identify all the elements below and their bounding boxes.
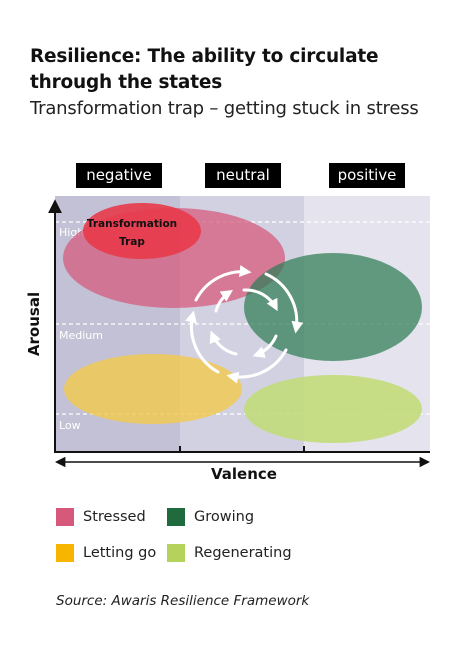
transformation-trap: [83, 203, 201, 259]
circulation-arrows-inner: [209, 288, 278, 358]
legend-swatch-stressed: [56, 508, 74, 526]
legend-label-stressed: Stressed: [83, 509, 146, 525]
column-header-positive: positive: [329, 163, 405, 188]
level-label-low: Low: [59, 419, 81, 432]
y-axis-label: Arousal: [25, 292, 43, 356]
source-note: Source: Awaris Resilience Framework: [56, 593, 310, 609]
regenerating-state: [244, 375, 422, 443]
trap-label-line1: Transformation: [87, 218, 177, 230]
page-title: Resilience: The ability to circulate thr…: [30, 46, 379, 93]
level-label-medium: Medium: [59, 329, 103, 342]
x-axis-label: Valence: [211, 465, 277, 483]
legend-swatch-letting-go: [56, 544, 74, 562]
legend-label-growing: Growing: [194, 509, 255, 525]
column-header-negative: negative: [76, 163, 162, 188]
legend-swatch-growing: [167, 508, 185, 526]
legend-label-regenerating: Regenerating: [194, 545, 292, 561]
trap-label-line2: Trap: [119, 236, 145, 248]
letting-go-state: [64, 354, 242, 424]
resilience-diagram: High Medium Low Transformation Trap Arou…: [25, 196, 431, 483]
page-subtitle: Transformation trap – getting stuck in s…: [30, 98, 419, 119]
column-header-neutral: neutral: [205, 163, 281, 188]
legend-label-letting-go: Letting go: [83, 545, 157, 561]
legend-swatch-regenerating: [167, 544, 185, 562]
growing-state: [244, 253, 422, 361]
circulation-arrows-outer: [185, 265, 304, 384]
